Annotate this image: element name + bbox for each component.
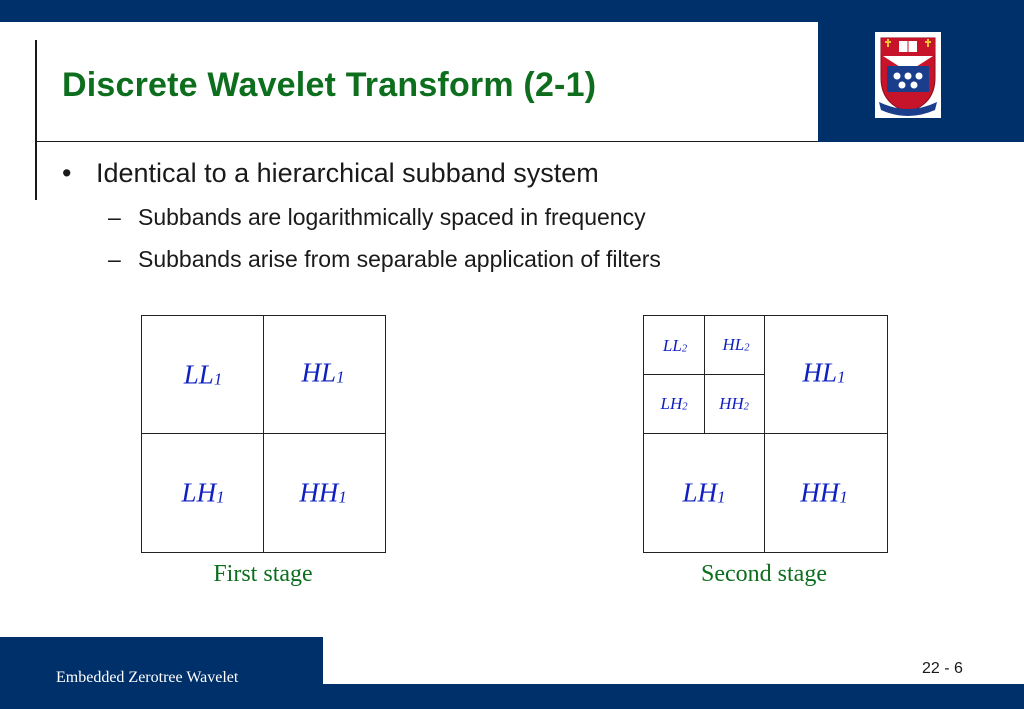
subband-hh2-label: HH2 <box>719 394 749 413</box>
subband-hh1-label: HH1 <box>800 477 848 508</box>
slide-title: Discrete Wavelet Transform (2-1) <box>62 66 597 104</box>
grid-divider <box>141 433 385 434</box>
sub-bullet-text: Subbands arise from separable applicatio… <box>138 246 661 272</box>
bullet-dash: – <box>108 204 121 230</box>
subband-lh1-label: LH1 <box>682 477 726 508</box>
subband-hh1-label: HH1 <box>299 477 347 508</box>
subband-hl1-label: HL1 <box>802 357 846 388</box>
title-divider <box>36 141 818 142</box>
page-number: 22 - 6 <box>922 660 963 677</box>
sub-bullet-text: Subbands are logarithmically spaced in f… <box>138 204 646 230</box>
university-crest-logo <box>875 32 941 118</box>
subband-hl2-label: HL2 <box>722 335 750 354</box>
first-stage-caption: First stage <box>213 561 313 587</box>
bullet-item: • Identical to a hierarchical subband sys… <box>62 158 599 189</box>
top-banner <box>0 0 1024 22</box>
subband-hl1-label: HL1 <box>301 357 345 388</box>
bullet-dash: – <box>108 246 121 272</box>
bullet-dot: • <box>62 158 72 188</box>
sub-bullet-item: –Subbands arise from separable applicati… <box>108 246 661 273</box>
subband-lh2-label: LH2 <box>660 394 688 413</box>
subband-lh1-label: LH1 <box>181 477 225 508</box>
footer-bar <box>323 684 1024 709</box>
sub-bullet-item: –Subbands are logarithmically spaced in … <box>108 204 646 231</box>
footer-course-title: Embedded Zerotree Wavelet <box>56 669 239 686</box>
grid-divider <box>643 433 887 434</box>
second-stage-caption: Second stage <box>701 561 827 587</box>
footer-panel <box>0 637 323 709</box>
left-accent-line <box>35 40 37 200</box>
bullet-text: Identical to a hierarchical subband syst… <box>96 158 599 188</box>
subband-ll1-label: LL1 <box>183 359 223 390</box>
grid-divider <box>643 374 764 375</box>
second-stage-outline <box>643 315 888 553</box>
subband-ll2-label: LL2 <box>662 336 688 355</box>
